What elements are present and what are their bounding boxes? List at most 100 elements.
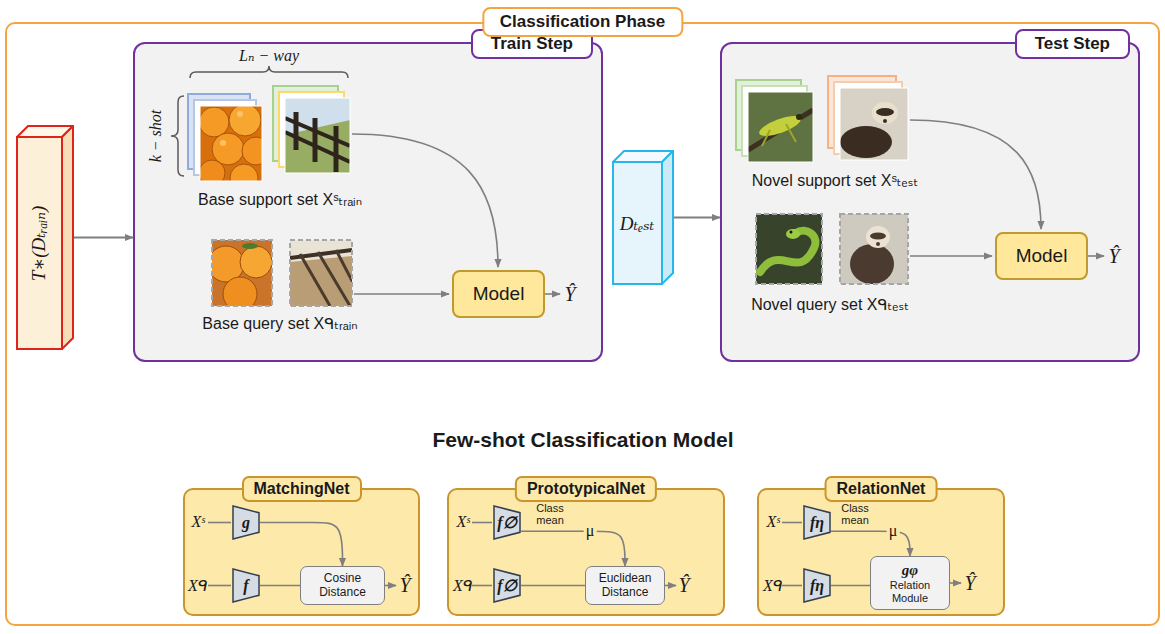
distance-box: Cosine Distance <box>300 566 385 605</box>
box-face: T∗(Dₜᵣₐᵢₙ) <box>16 137 62 350</box>
query-image <box>290 240 352 306</box>
flow-arrow <box>545 293 560 295</box>
support-image-stack <box>748 92 813 162</box>
prototype-symbol: μ <box>887 522 900 540</box>
output-symbol: Ŷ <box>399 574 410 597</box>
model-box: Model <box>452 270 545 318</box>
flow-arrow <box>352 120 1104 294</box>
encoder-name: fη <box>810 514 824 532</box>
query-image <box>756 214 822 284</box>
set-caption: Novel query set Xᑫₜₑₛₜ <box>751 295 909 314</box>
support-image-stack <box>796 114 802 120</box>
support-image-stack <box>200 106 262 181</box>
query-image <box>756 214 822 284</box>
query-image <box>840 214 908 284</box>
encoder-trapezoid: f∅ <box>493 568 521 603</box>
support-image-stack <box>200 106 262 181</box>
query-image <box>318 252 350 306</box>
flow-arrow <box>354 293 449 295</box>
relation-module: gφRelation Module <box>870 556 950 610</box>
connector <box>521 585 585 587</box>
support-image-stack <box>334 126 339 172</box>
set-caption: Base query set Xᑫₜᵣₐᵢₙ <box>202 314 357 333</box>
flow-arrow <box>910 255 992 257</box>
support-image-stack <box>840 88 908 160</box>
query-image <box>212 240 272 306</box>
support-image-stack <box>828 76 908 160</box>
encoder-name: g <box>242 514 250 532</box>
flow-arrow <box>1088 255 1104 257</box>
query-image <box>876 242 880 246</box>
input-symbol: Xˢ <box>191 513 204 531</box>
support-image-stack <box>237 111 243 117</box>
connector <box>831 585 870 587</box>
trapezoid-shape <box>233 569 259 602</box>
output-symbol: Ŷ <box>678 574 689 597</box>
support-image-stack <box>285 98 350 173</box>
query-image <box>208 240 272 311</box>
query-image <box>870 233 886 240</box>
query-image <box>840 214 908 284</box>
module-label: gφ <box>902 562 918 579</box>
step-title: Test Step <box>1015 29 1130 59</box>
support-image-stack <box>762 130 770 146</box>
box-front <box>613 162 662 284</box>
dataset-name: Dₜₑₛₜ <box>620 212 654 235</box>
input-symbol: Xᑫ <box>763 576 783 595</box>
module-label: Relation Module <box>875 579 945 604</box>
query-image <box>290 240 352 306</box>
set-caption: Novel support set Xˢₜₑₛₜ <box>752 171 918 190</box>
query-image <box>850 244 894 284</box>
query-image <box>242 243 258 249</box>
encoder-name: f∅ <box>497 576 516 595</box>
encoder-name: f∅ <box>497 513 516 532</box>
query-image <box>756 214 822 284</box>
output-symbol: Ŷ <box>1108 245 1119 268</box>
connector <box>260 585 300 587</box>
dataset-name: T∗(Dₜᵣₐᵢₙ) <box>28 206 51 281</box>
query-image <box>840 214 908 284</box>
encoder-trapezoid: f <box>232 568 260 603</box>
mean-label: Class mean <box>834 502 876 526</box>
box-side <box>62 126 73 349</box>
support-image-stack <box>736 80 813 162</box>
trapezoid-shape <box>804 569 830 602</box>
input-line <box>208 522 231 524</box>
shot-bracket <box>171 96 184 176</box>
support-image-stack <box>840 126 892 158</box>
encoder-trapezoid: fη <box>803 568 831 603</box>
input-line <box>782 585 802 587</box>
way-bracket <box>190 66 348 78</box>
support-image-stack <box>285 98 350 173</box>
query-image <box>866 226 890 248</box>
model-box: Model <box>995 232 1088 280</box>
input-symbol: Xᑫ <box>453 576 473 595</box>
model-label: Model <box>473 283 525 305</box>
input-line <box>208 523 802 586</box>
way-label: Lₙ − way <box>239 46 299 65</box>
encoder-name: fη <box>810 577 824 595</box>
query-image <box>840 214 908 284</box>
shot-bracket <box>171 96 184 176</box>
support-image-stack <box>285 98 350 173</box>
support-image-stack <box>200 160 225 181</box>
query-image <box>223 277 257 306</box>
box-front <box>17 137 62 349</box>
shot-label: k − shot <box>147 110 165 163</box>
input-symbol: Xˢ <box>766 513 779 531</box>
encoder-name: f <box>243 577 248 595</box>
dataset-box: Dₜₑₛₜ <box>612 150 674 285</box>
connector <box>674 217 720 219</box>
query-image <box>212 240 272 306</box>
input-line <box>472 585 492 587</box>
prototype-symbol: μ <box>584 522 597 540</box>
mean-label: Class mean <box>529 502 571 526</box>
support-image-stack <box>876 108 894 116</box>
connector <box>260 523 343 567</box>
query-image <box>790 231 793 234</box>
support-image-stack <box>200 107 229 137</box>
